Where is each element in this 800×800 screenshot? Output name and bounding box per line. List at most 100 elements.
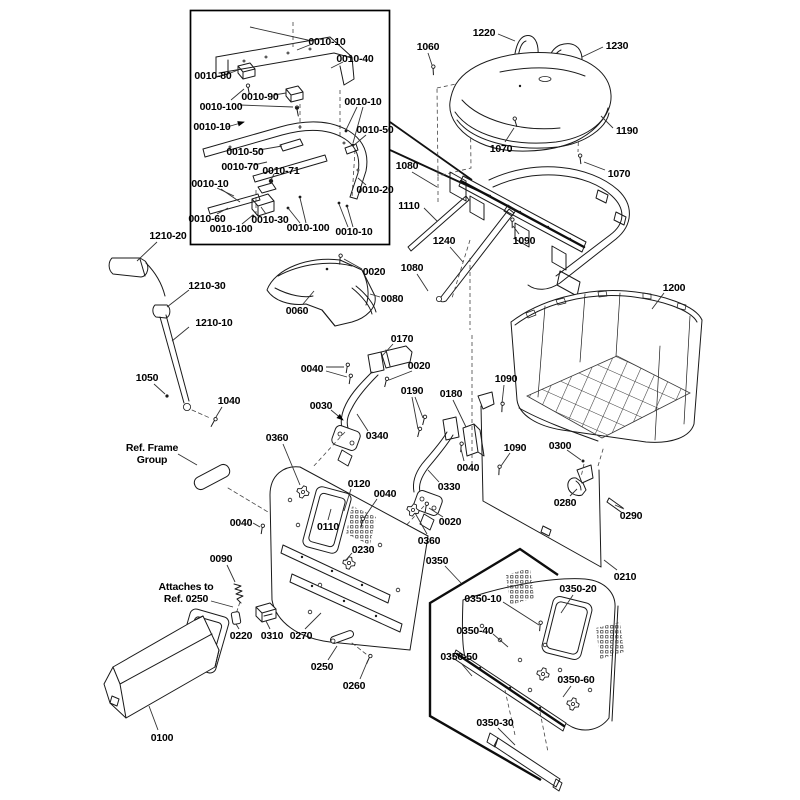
leader-line: [346, 205, 354, 228]
part-label: 1210-10: [195, 317, 232, 329]
part-frame-assembly: [407, 166, 630, 330]
part-label: 0010-60: [188, 213, 225, 225]
part-label: Attaches to: [159, 581, 214, 593]
part-0010-90-bracket: [285, 85, 304, 117]
leader-line: [330, 409, 344, 421]
part-label: 0010-50: [356, 124, 393, 136]
part-0010-30-bracket: [251, 178, 277, 217]
part-label: 1190: [616, 125, 638, 137]
part-label: 1090: [495, 373, 518, 385]
part-0210-rod-group: [477, 391, 624, 568]
leader-line: [492, 633, 509, 648]
leader-line: [344, 552, 353, 562]
part-0350-30-rail: [486, 732, 563, 792]
part-label: 1080: [396, 160, 419, 172]
part-0100-chute: [103, 608, 230, 719]
part-0220-clip: [230, 611, 242, 625]
leader-line: [235, 623, 240, 630]
leader-line: [562, 685, 572, 698]
leader-line: [497, 33, 516, 42]
leader-line: [296, 43, 313, 51]
leader-line: [239, 104, 294, 108]
leader-line: [270, 173, 275, 181]
part-label: 1230: [606, 40, 629, 52]
part-0310-block: [255, 602, 277, 623]
part-label: 1060: [417, 41, 440, 53]
leader-line: [226, 121, 245, 128]
leader-line: [460, 662, 473, 677]
screw-0300: [581, 459, 585, 463]
leader-line: [581, 46, 604, 58]
part-1110-rod: [407, 195, 470, 252]
leader-line: [282, 443, 301, 486]
leader-line: [177, 453, 198, 466]
part-label: 0180: [440, 388, 463, 400]
leader-line: [299, 197, 307, 224]
part-1200-basket: [510, 290, 703, 443]
leader-line: [258, 145, 283, 151]
part-label: 1240: [433, 235, 456, 247]
leader-line: [500, 452, 511, 467]
leader-line: [260, 206, 267, 215]
part-0010-80-bracket: [237, 62, 256, 95]
leader-line: [504, 127, 515, 143]
leader-line: [325, 370, 348, 378]
panel-0350-vent-left: [506, 568, 534, 605]
part-label: 0310: [261, 630, 284, 642]
leader-line: [460, 448, 465, 462]
part-label: 0010-100: [200, 101, 243, 113]
leader-line: [414, 512, 428, 535]
part-0120-window-frame: [302, 486, 352, 554]
part-label: 1090: [504, 442, 527, 454]
part-0340-bracket: [331, 351, 385, 467]
leader-line: [327, 645, 338, 661]
part-label: 0360: [266, 432, 289, 444]
part-label: 0060: [286, 305, 309, 317]
part-label: 0010-70: [221, 161, 258, 173]
leader-line: [497, 727, 516, 746]
leader-line: [227, 69, 239, 75]
leader-line: [560, 594, 574, 614]
part-label: 0250: [311, 661, 334, 673]
leader-line: [356, 413, 369, 432]
leader-line: [381, 343, 394, 357]
part-label: 0220: [230, 630, 253, 642]
part-label: 0230: [352, 544, 375, 556]
leader-line: [449, 246, 464, 263]
part-label: 0270: [290, 630, 313, 642]
part-label: 1080: [401, 262, 424, 274]
part-label: 0040: [301, 363, 324, 375]
part-label: 0030: [310, 400, 333, 412]
part-label: 0010-20: [356, 184, 393, 196]
leader-line: [273, 92, 287, 96]
leader-line: [427, 469, 440, 483]
part-0290-pin: [606, 497, 624, 513]
leader-line: [444, 565, 462, 584]
leader-line: [210, 600, 234, 608]
leader-line: [220, 188, 241, 203]
part-label: 0010-10: [193, 121, 230, 133]
leader-line: [501, 384, 505, 404]
part-label: 0010-100: [210, 223, 253, 235]
part-label: 0300: [549, 440, 572, 452]
leader-line: [614, 504, 625, 510]
leader-line: [215, 406, 223, 418]
part-label: 1210-20: [149, 230, 186, 242]
part-0010-70-bar: [252, 154, 328, 183]
leader-line: [345, 106, 358, 131]
leader-line: [603, 559, 618, 571]
leader-line: [600, 115, 614, 129]
part-1190-cover: [449, 52, 612, 152]
part-ref-frame-pin: [193, 463, 269, 513]
leader-line: [569, 488, 578, 497]
part-label: 1070: [490, 143, 513, 155]
leader-line: [566, 449, 582, 461]
part-label: 1040: [218, 395, 241, 407]
part-label: 0040: [457, 462, 480, 474]
part-label: 0350-10: [464, 593, 501, 605]
leader-line: [411, 171, 438, 188]
part-label: 1110: [398, 200, 420, 212]
part-0010-60-strap: [207, 193, 261, 215]
part-label: 0170: [391, 333, 414, 345]
